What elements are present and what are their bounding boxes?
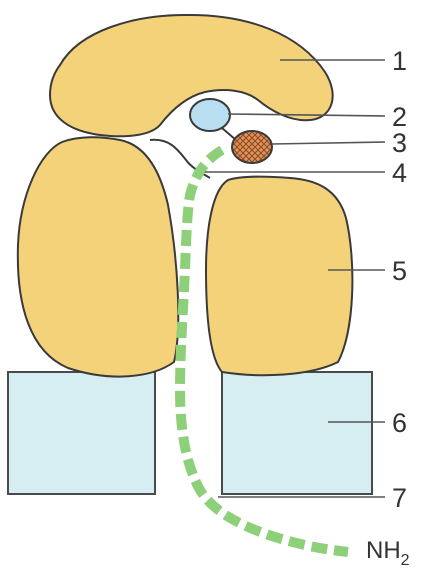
large-subunit-right-lobe <box>206 177 352 376</box>
label-6: 6 <box>392 408 407 438</box>
leader-line-2 <box>228 114 385 116</box>
sphere-connector <box>222 128 236 140</box>
label-7: 7 <box>392 483 407 513</box>
label-5: 5 <box>392 256 407 286</box>
label-3: 3 <box>392 128 407 158</box>
amino-terminal-subscript: 2 <box>401 552 410 569</box>
amino-terminal-main: NH <box>366 537 401 564</box>
trna-sphere-blue <box>190 99 230 131</box>
membrane-left-block <box>8 372 155 494</box>
leader-line-3 <box>272 142 385 144</box>
membrane-right-block <box>222 372 372 494</box>
amino-terminal-label: NH2 <box>366 537 410 569</box>
label-4: 4 <box>392 158 407 188</box>
label-1: 1 <box>392 46 407 76</box>
amino-acid-sphere-hatched <box>232 131 272 163</box>
large-subunit-left-lobe <box>18 137 178 376</box>
